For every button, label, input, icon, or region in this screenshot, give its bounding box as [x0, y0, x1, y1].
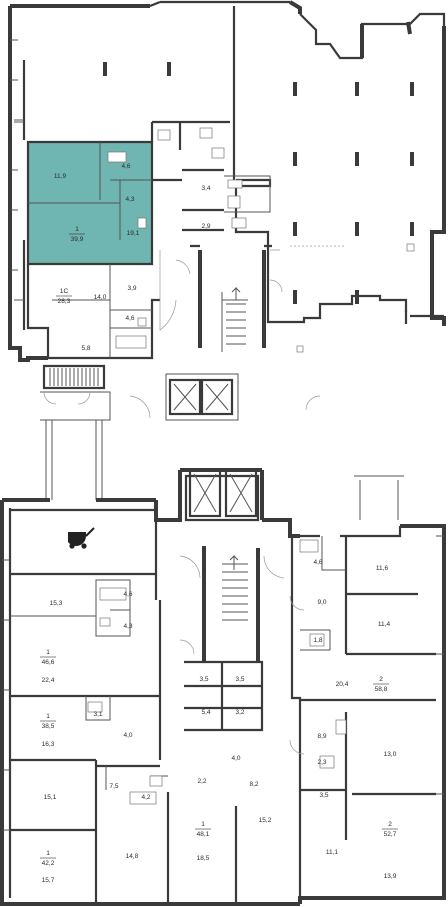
room-area-label: 15,7 [42, 877, 55, 884]
room-area-label: 3,4 [201, 185, 210, 192]
room-area-label: 11,9 [54, 173, 67, 180]
room-area-label: 3,1 [93, 711, 102, 718]
room-area-label: 3,2 [235, 709, 244, 716]
room-area-label: 16,3 [42, 741, 55, 748]
room-area-label: 11,1 [326, 849, 339, 856]
room-area-label: 2,3 [317, 759, 326, 766]
room-area-label: 4,3 [123, 623, 132, 630]
room-area-label: 5,8 [81, 345, 90, 352]
room-area-label: 11,4 [378, 621, 391, 628]
apartment-number: 1С [60, 288, 69, 295]
room-area-label: 14,0 [94, 294, 107, 301]
lower-right-apartments [289, 535, 444, 898]
room-area-label: 4,6 [121, 163, 130, 170]
apartment-number: 1 [46, 850, 50, 857]
room-area-label: 4,3 [125, 196, 134, 203]
room-area-label: 4,2 [141, 794, 150, 801]
room-area-label: 4,0 [123, 732, 132, 739]
room-area-label: 3,5 [235, 676, 244, 683]
room-area-label: 22,4 [42, 677, 55, 684]
lower-left-labels: 15,3 4,6 4,3 1 46,6 22,4 1 38,5 3,1 16,3… [40, 591, 151, 884]
studio-outline [26, 264, 160, 390]
room-area-label: 15,2 [259, 817, 272, 824]
apartment-area: 28,3 [58, 298, 71, 305]
upper-core-rooms [150, 120, 271, 232]
apartment-number: 1 [46, 649, 50, 656]
room-area-label: 18,5 [197, 855, 210, 862]
lower-center-labels: 3,5 3,5 5,4 3,2 4,0 2,2 8,2 1 48,1 18,5 … [195, 676, 272, 862]
room-area-label: 8,2 [249, 781, 258, 788]
room-area-label: 4,6 [123, 591, 132, 598]
room-area-label: 5,4 [201, 709, 210, 716]
room-area-label: 4,0 [231, 755, 240, 762]
room-area-label: 7,5 [109, 783, 118, 790]
upper-building-outline [8, 0, 446, 362]
room-area-label: 4,6 [313, 559, 322, 566]
room-area-label: 13,0 [384, 751, 397, 758]
highlighted-apartment[interactable] [26, 140, 154, 266]
room-area-label: 3,5 [319, 792, 328, 799]
upper-corridor [40, 249, 404, 520]
room-area-label: 2,9 [201, 223, 210, 230]
lower-left-apartments [10, 508, 238, 904]
apartment-area: 39,9 [71, 236, 84, 243]
room-area-label: 19,1 [127, 230, 140, 237]
room-area-label: 9,0 [317, 599, 326, 606]
room-area-label: 11,6 [376, 565, 389, 572]
apartment-area: 48,1 [197, 831, 210, 838]
upper-labels: 11,9 4,6 4,3 1 39,9 19,1 1С 28,3 14,0 3,… [54, 163, 211, 352]
apartment-number: 1 [46, 713, 50, 720]
apartment-area: 42,2 [42, 860, 55, 867]
room-area-label: 8,9 [317, 733, 326, 740]
room-area-label: 15,3 [50, 600, 63, 607]
apartment-area: 52,7 [384, 831, 397, 838]
room-area-label: 15,1 [44, 794, 57, 801]
apartment-area: 58,8 [375, 686, 388, 693]
upper-core [165, 244, 272, 421]
room-area-label: 1,8 [313, 637, 322, 644]
room-area-label: 13,9 [384, 873, 397, 880]
apartment-number: 1 [75, 226, 79, 233]
elevator-icon [168, 378, 234, 416]
apartment-number: 1 [201, 821, 205, 828]
lower-core [179, 468, 285, 732]
room-area-label: 14,8 [126, 853, 139, 860]
apartment-number: 2 [379, 676, 383, 683]
apartment-number: 2 [388, 821, 392, 828]
lower-right-labels: 4,6 11,6 9,0 11,4 1,8 20,4 2 58,8 8,9 2,… [313, 559, 398, 880]
stairs-icon [222, 554, 248, 621]
commercial-columns [103, 62, 415, 353]
room-area-label: 3,5 [199, 676, 208, 683]
room-area-label: 20,4 [336, 681, 349, 688]
elevator-icon [188, 468, 258, 518]
room-area-label: 4,6 [125, 315, 134, 322]
room-area-label: 3,9 [127, 285, 136, 292]
stroller-icon [68, 527, 95, 549]
apartment-area: 46,6 [42, 659, 55, 666]
room-area-label: 2,2 [197, 778, 206, 785]
apartment-area: 38,5 [42, 723, 55, 730]
